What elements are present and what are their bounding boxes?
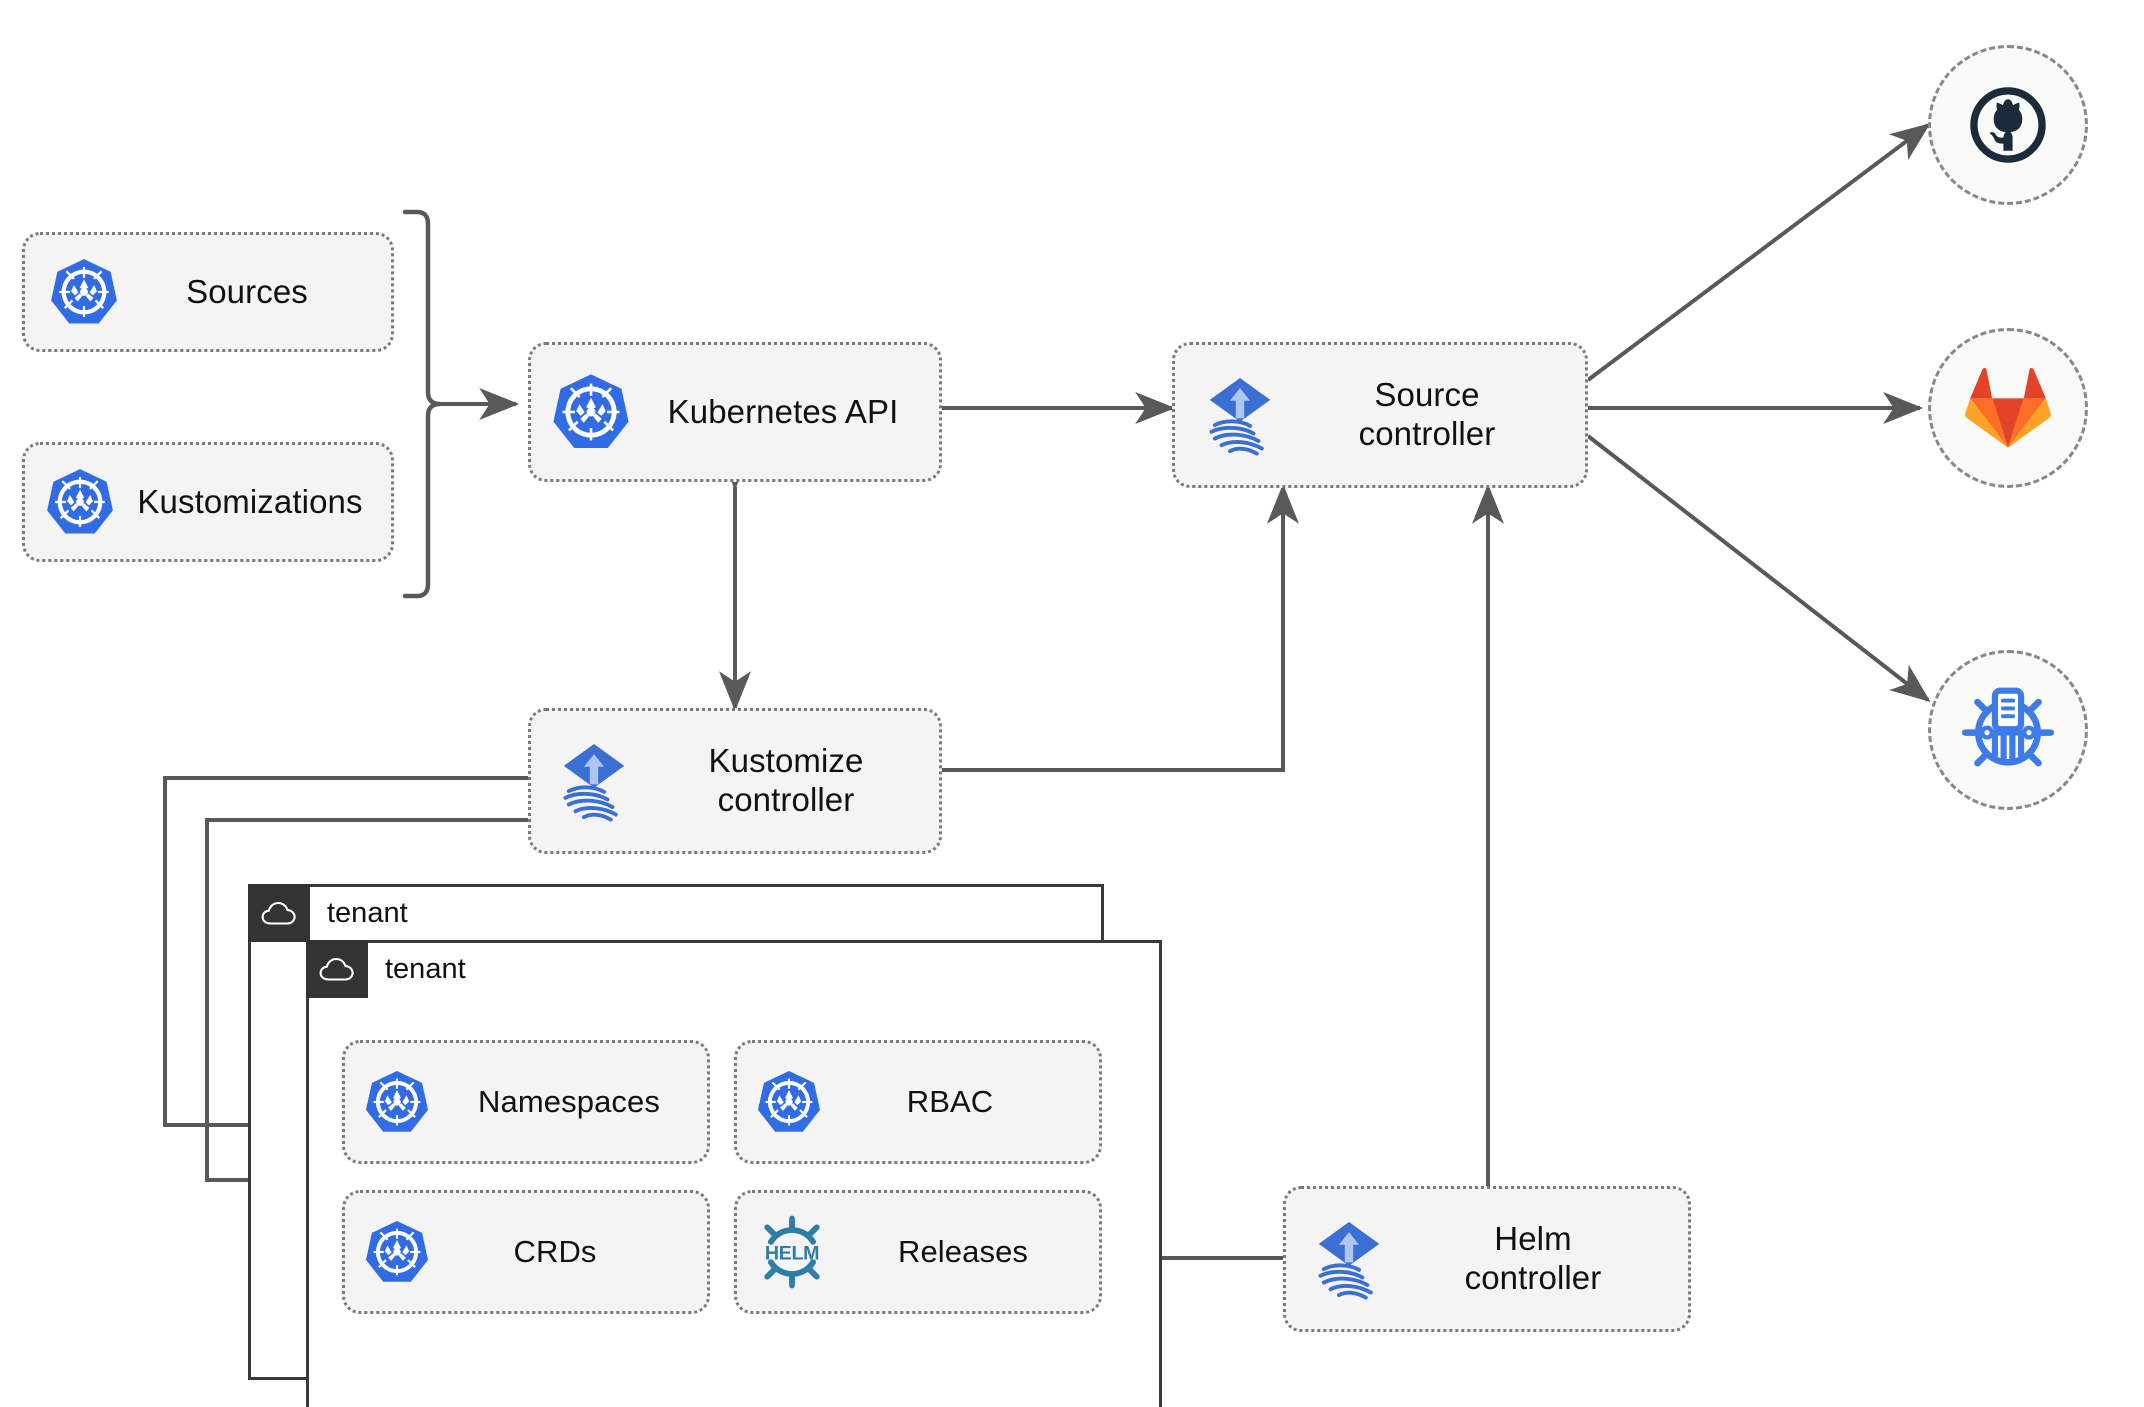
flux-icon	[1286, 1217, 1412, 1301]
svg-text:HELM: HELM	[765, 1242, 819, 1264]
tenant-resource-label-crds: CRDs	[513, 1233, 597, 1269]
tenant-label-back: tenant	[327, 896, 408, 929]
tenant-resource-releases[interactable]: HELM Releases	[734, 1190, 1102, 1314]
github-icon	[1970, 87, 2046, 163]
tenant-frame-front[interactable]: tenant	[306, 940, 1162, 1407]
controller-label-kustomize: Kustomize controller	[708, 742, 864, 818]
kubernetes-icon	[345, 1219, 449, 1285]
kubernetes-icon	[25, 257, 143, 327]
controller-label-kubernetes-api: Kubernetes API	[667, 392, 899, 430]
repository-chartmuseum[interactable]	[1928, 650, 2088, 810]
tenant-resource-label-namespaces: Namespaces	[478, 1083, 660, 1119]
controller-label-source: Source controller	[1358, 376, 1496, 452]
controller-node-kustomize[interactable]: Kustomize controller	[528, 708, 942, 854]
edge-source-to-chartmuseum	[1586, 434, 1931, 702]
resource-label-kustomizations: Kustomizations	[137, 482, 363, 520]
resource-node-sources[interactable]: Sources	[22, 232, 394, 352]
kubernetes-icon	[25, 467, 135, 537]
tenant-resource-crds[interactable]: CRDs	[342, 1190, 710, 1314]
kubernetes-icon	[737, 1069, 841, 1135]
repository-gitlab[interactable]	[1928, 328, 2088, 488]
kubernetes-icon	[531, 372, 651, 452]
flux-icon	[1175, 373, 1305, 457]
resource-node-kustomizations[interactable]: Kustomizations	[22, 442, 394, 562]
tenant-resource-namespaces[interactable]: Namespaces	[342, 1040, 710, 1164]
tenant-resource-label-releases: Releases	[897, 1233, 1029, 1269]
controller-node-kubernetes-api[interactable]: Kubernetes API	[528, 342, 942, 482]
edge-kustomize-to-source	[942, 483, 1299, 772]
tenant-resource-rbac[interactable]: RBAC	[734, 1040, 1102, 1164]
controller-node-source[interactable]: Source controller	[1172, 342, 1588, 488]
controller-node-helm[interactable]: Helm controller	[1283, 1186, 1691, 1332]
tenant-label-front: tenant	[385, 952, 466, 985]
cloud-icon	[306, 940, 368, 998]
edge-source-to-github	[1586, 123, 1931, 382]
tenant-resource-label-rbac: RBAC	[906, 1083, 994, 1119]
helm-icon: HELM	[737, 1214, 847, 1290]
repository-github[interactable]	[1928, 45, 2088, 205]
kubernetes-icon	[345, 1069, 449, 1135]
cloud-icon	[248, 884, 310, 942]
resource-label-sources: Sources	[186, 272, 308, 310]
chartmuseum-icon	[1961, 687, 2055, 767]
controller-label-helm: Helm controller	[1464, 1220, 1602, 1296]
flux-icon	[531, 739, 657, 823]
gitlab-icon	[1965, 367, 2051, 448]
